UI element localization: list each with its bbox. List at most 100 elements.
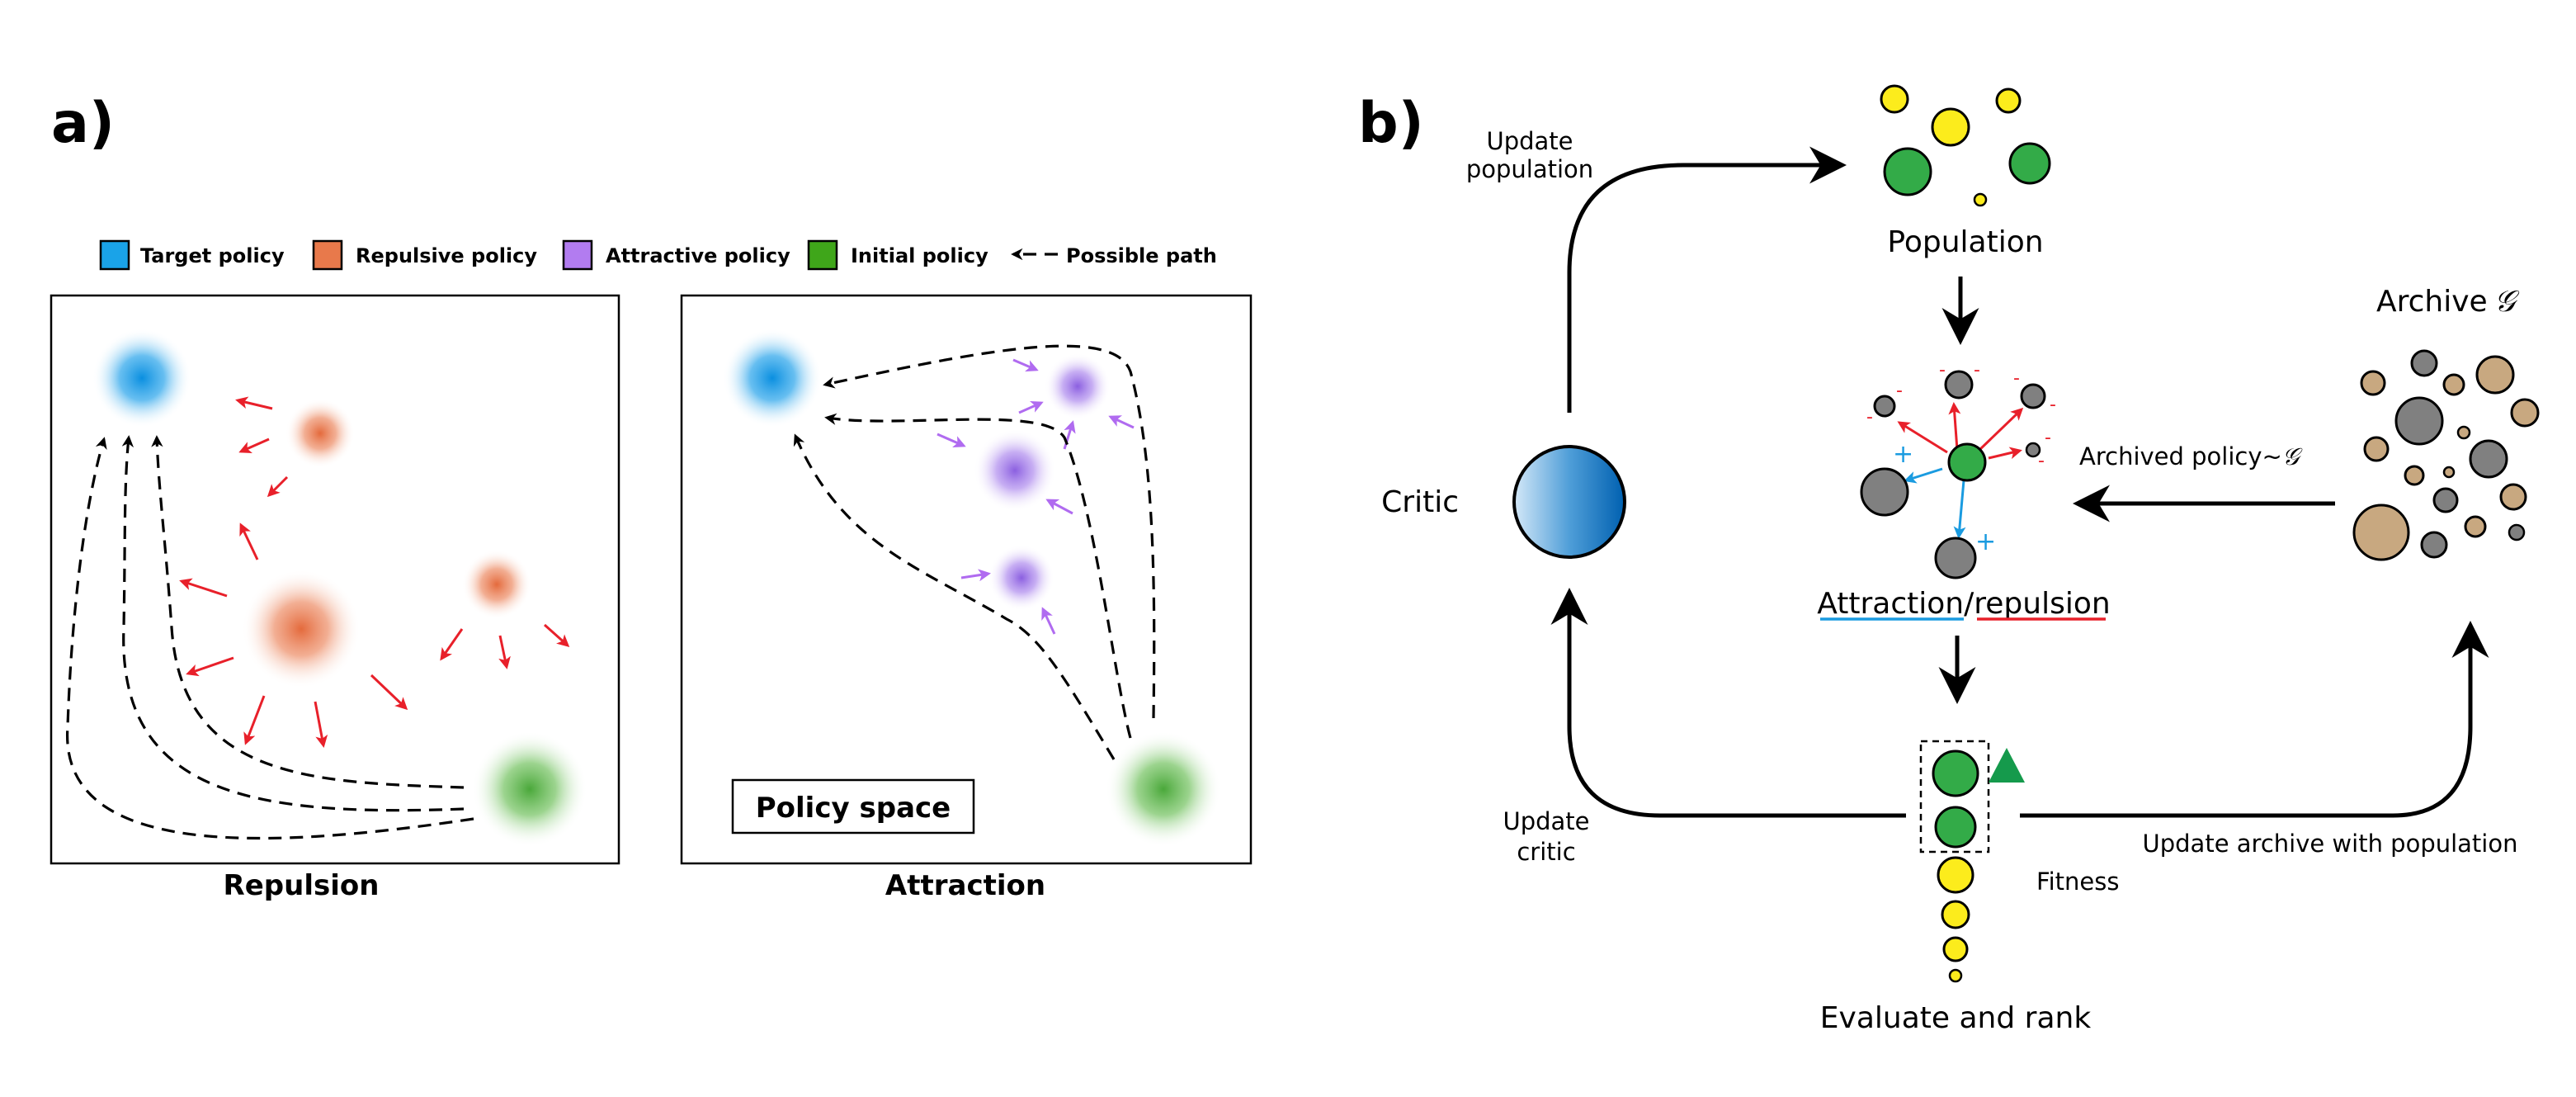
minus-sign: - xyxy=(2038,451,2045,471)
repulsion-label: repulsion xyxy=(1974,587,2110,621)
possible-path xyxy=(823,344,1156,719)
archive-member xyxy=(2394,396,2444,446)
attraction-arrow xyxy=(1012,358,1039,372)
panel-a-label: a) xyxy=(51,91,115,156)
archive-member xyxy=(2404,465,2425,486)
repulsion-arrow xyxy=(1948,402,1961,451)
attraction-arrows xyxy=(937,358,1135,635)
population-member xyxy=(1931,107,1970,147)
panel-b-label: b) xyxy=(1358,91,1424,156)
attractive-policy-blob xyxy=(988,545,1054,611)
attractive-policy-swatch xyxy=(562,239,593,271)
attraction-caption: Attraction xyxy=(885,869,1045,902)
repulsive-policy-blob xyxy=(242,570,361,688)
population-member xyxy=(1973,192,1988,207)
minus-sign: - xyxy=(1866,407,1873,428)
archive-member xyxy=(2442,466,2456,479)
attractive-policy-blob xyxy=(974,429,1056,512)
initial-policy-blob xyxy=(472,731,587,847)
elite-selection-box xyxy=(1919,740,1990,853)
fitness-label: Fitness xyxy=(2036,868,2119,896)
archive-member xyxy=(2363,436,2390,462)
population-member xyxy=(2008,142,2051,185)
target-policy-blob xyxy=(92,329,191,428)
repulsion-arrow xyxy=(1897,421,1948,454)
archived-policy-label: Archived policy~𝒢 xyxy=(2079,442,2303,470)
attraction-arrow xyxy=(1018,401,1044,414)
minus-sign: - xyxy=(2013,368,2020,389)
update-archive-label: Update archive with population xyxy=(2143,830,2518,858)
legend: Target policy Repulsive policy Attractiv… xyxy=(99,239,1217,271)
fitness-arrow-head xyxy=(1989,748,2025,783)
attraction-repulsion-label: Attraction/repulsion xyxy=(1817,587,2110,621)
archive-member xyxy=(2352,504,2410,561)
legend-target-label: Target policy xyxy=(140,244,285,267)
archive-member xyxy=(2432,487,2459,513)
archive-member xyxy=(2456,425,2471,440)
target-policy-swatch xyxy=(99,239,130,271)
repulsion-arrow xyxy=(1977,407,2024,452)
possible-path xyxy=(824,413,1132,739)
possible-path xyxy=(793,433,1116,760)
repulsion-arrow xyxy=(238,437,270,454)
repulsive-policy-blob xyxy=(285,399,355,468)
repulsion-arrow xyxy=(186,656,234,677)
update-archive-arrow xyxy=(2020,621,2489,818)
update-population-label-line2: population xyxy=(1466,155,1593,183)
repulsion-arrow xyxy=(440,628,464,661)
repulsion-arrow xyxy=(1988,447,2022,460)
policy-space-label: Policy space xyxy=(756,792,951,825)
repulsion-arrow xyxy=(498,635,511,669)
archive-member xyxy=(2360,370,2386,396)
archive-member xyxy=(2508,523,2526,541)
attraction-label: Attraction xyxy=(1817,587,1964,621)
legend-repulsive-label: Repulsive policy xyxy=(356,244,537,267)
update-population-arrow xyxy=(1567,146,1847,413)
plus-sign: + xyxy=(1893,440,1913,469)
panel-a: a) Target policy Repulsive policy Attrac… xyxy=(50,91,1253,902)
attraction-arrow xyxy=(937,433,966,448)
legend-path-label: Possible path xyxy=(1066,244,1217,267)
minus-sign: - xyxy=(2050,395,2056,415)
archive-member xyxy=(2510,398,2540,428)
repulsion-arrow xyxy=(239,522,259,560)
ranked-member xyxy=(1937,856,1974,894)
current-policy-circle xyxy=(1947,442,1987,482)
repulsion-arrow xyxy=(544,623,570,647)
population-cluster xyxy=(1880,84,2051,207)
archive-member xyxy=(2464,515,2487,538)
possible-path xyxy=(151,435,465,789)
repulsive-policy-circle xyxy=(2025,442,2041,458)
minus-signs: - - - - - - - - xyxy=(1866,360,2056,471)
repulsion-arrow xyxy=(235,396,273,410)
population-member xyxy=(1995,87,2022,114)
repulsive-policy-circle xyxy=(1873,395,1896,418)
repulsion-arrow xyxy=(267,475,289,498)
initial-policy-swatch xyxy=(807,239,838,271)
archive-cluster xyxy=(2352,349,2540,561)
attraction-box xyxy=(680,294,1253,865)
archive-member xyxy=(2420,531,2448,559)
repulsion-caption: Repulsion xyxy=(224,869,380,902)
archive-symbol: 𝒢 xyxy=(2494,285,2520,319)
repulsion-box xyxy=(50,294,620,865)
policy-space-box xyxy=(731,778,975,835)
critic-circle xyxy=(1512,445,1626,559)
update-critic-arrow xyxy=(1550,588,1906,818)
population-member xyxy=(1883,147,1932,196)
repulsive-policy-circle xyxy=(1944,370,1974,400)
attraction-repulsion-cluster: - - - - - - - - + + xyxy=(1860,360,2056,579)
critic-label: Critic xyxy=(1381,485,1459,519)
plus-sign: + xyxy=(1975,527,1996,556)
archive-member xyxy=(2469,439,2508,479)
attractive-policy-circle xyxy=(1860,467,1909,517)
slash-label: / xyxy=(1964,587,1974,621)
minus-sign: - xyxy=(1939,360,1946,381)
population-member xyxy=(1880,84,1909,114)
update-population-label-line1: Update xyxy=(1486,127,1573,155)
ranked-member xyxy=(1942,936,1969,962)
repulsive-policy-swatch xyxy=(312,239,343,271)
attraction-arrow xyxy=(1045,499,1073,515)
ranked-member xyxy=(1941,900,1970,929)
update-critic-label-line2: critic xyxy=(1517,838,1575,866)
